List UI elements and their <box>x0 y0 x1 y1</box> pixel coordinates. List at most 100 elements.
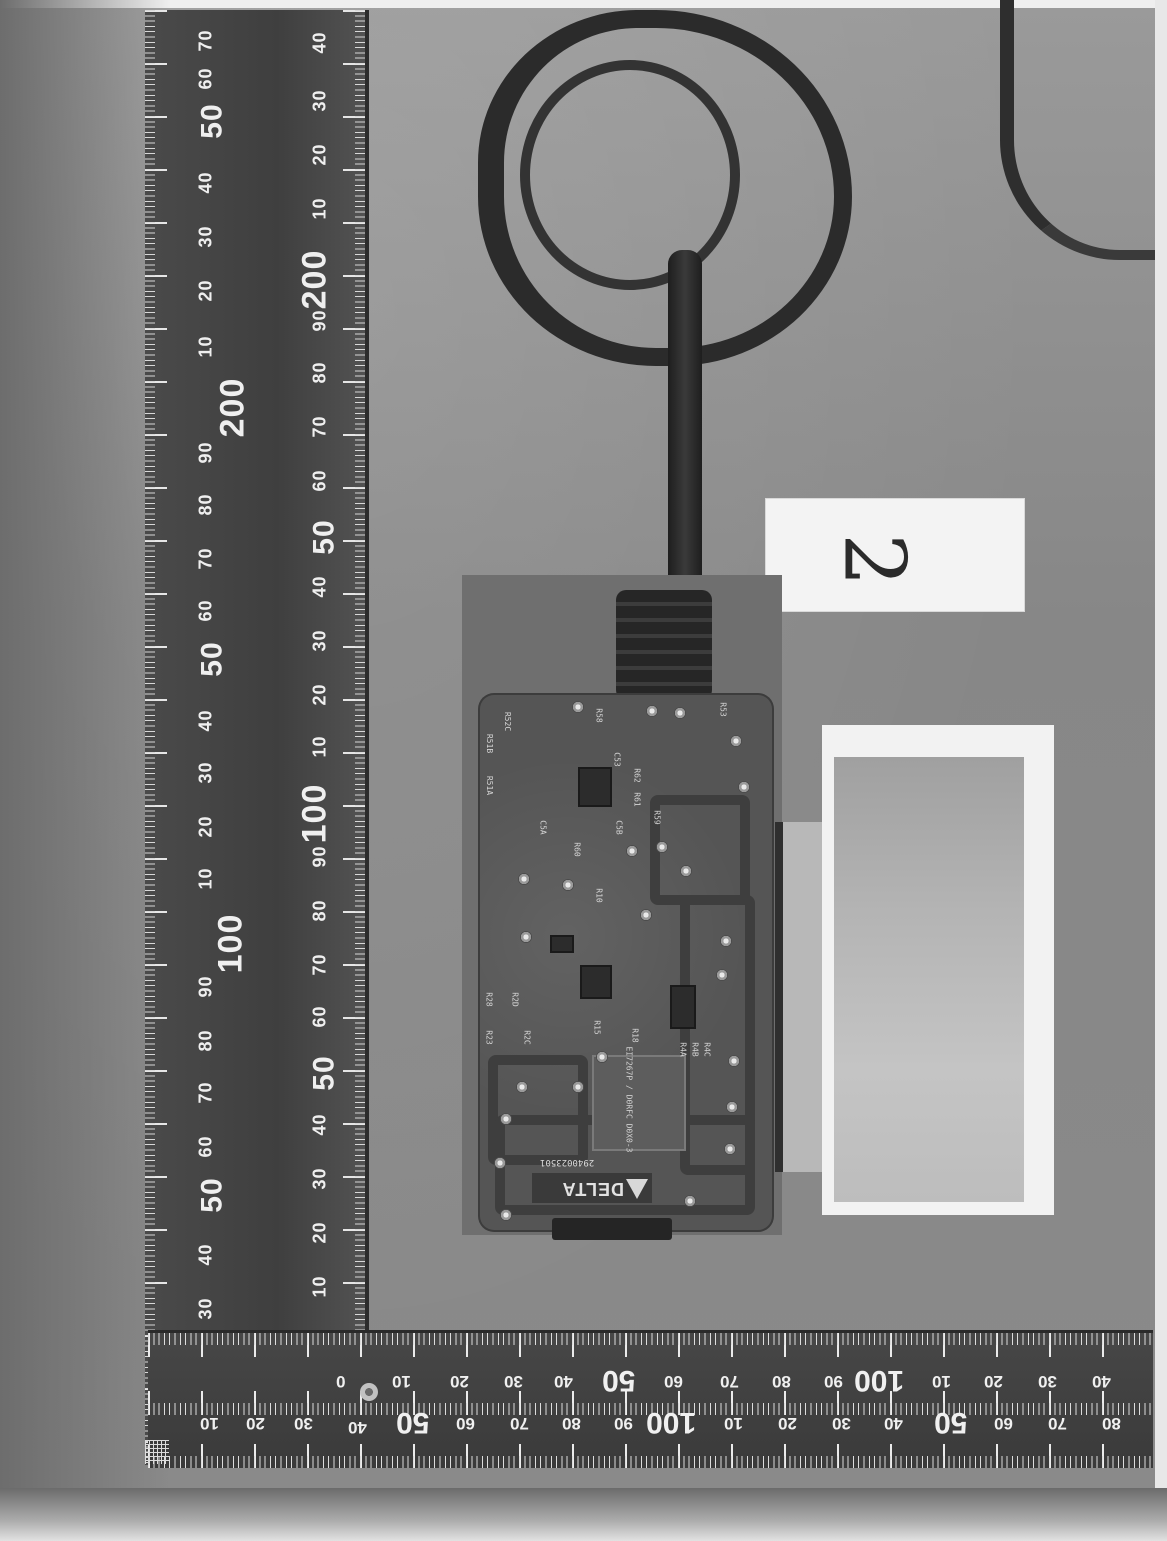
ruler-ticks <box>148 1389 1153 1415</box>
ruler-label: 40 <box>348 1418 367 1437</box>
solder-pad <box>730 735 742 747</box>
ruler-label: 100 <box>854 1364 905 1397</box>
ref-designator: R18 <box>630 1028 640 1043</box>
ruler-label: 30 <box>504 1372 523 1391</box>
ref-designator: R15 <box>592 1020 602 1035</box>
ruler-label: 30 <box>195 761 216 784</box>
solder-pad <box>572 1081 584 1093</box>
ruler-label: 60 <box>195 67 216 90</box>
ruler-label: 60 <box>195 1135 216 1158</box>
paper-edge-top <box>0 0 1167 8</box>
ruler-label: 200 <box>295 249 334 310</box>
ruler-label: 40 <box>1092 1372 1111 1391</box>
ruler-label: 80 <box>309 361 330 384</box>
ref-designator: R60 <box>572 842 582 857</box>
ruler-label: 40 <box>309 1113 330 1136</box>
ruler-label: 80 <box>195 493 216 516</box>
ruler-label: 30 <box>1038 1372 1057 1391</box>
ruler-label: 20 <box>450 1372 469 1391</box>
part-number: 2940023501 <box>540 1157 595 1167</box>
ruler-label: 20 <box>309 143 330 166</box>
ruler-ticks <box>145 10 169 1465</box>
ruler-label: 90 <box>824 1372 843 1391</box>
ruler-label: 200 <box>213 377 252 438</box>
solder-pad <box>562 879 574 891</box>
solder-pad <box>680 865 692 877</box>
ruler-label: 50 <box>934 1406 968 1439</box>
ruler-label: 10 <box>309 735 330 758</box>
solder-pad <box>684 1195 696 1207</box>
ruler-label: 80 <box>562 1414 581 1433</box>
ruler-label: 20 <box>309 1221 330 1244</box>
ruler-label: 80 <box>309 899 330 922</box>
ruler-label: 30 <box>309 89 330 112</box>
ref-designator: R62 <box>632 768 642 783</box>
ref-designator: R61 <box>632 792 642 807</box>
transformer-label: EI7267P / D0RFC D0X0-3 <box>624 1046 634 1153</box>
ruler-label: 70 <box>195 547 216 570</box>
delta-triangle-icon <box>626 1179 648 1199</box>
delta-logo: DELTA <box>532 1173 652 1203</box>
ruler-label: 10 <box>392 1372 411 1391</box>
ruler-label: 50 <box>195 641 229 677</box>
ruler-label: 70 <box>720 1372 739 1391</box>
circuit-board: EI7267P / D0RFC D0X0-3 2940023501 DELTA … <box>480 695 772 1230</box>
ruler-rivet <box>360 1383 378 1401</box>
solder-pad <box>728 1055 740 1067</box>
ruler-label: 20 <box>195 815 216 838</box>
ruler-label: 20 <box>195 279 216 302</box>
ruler-label: 30 <box>195 225 216 248</box>
enclosure-panel <box>822 725 1054 1215</box>
solder-pad <box>656 841 668 853</box>
ruler-label: 40 <box>195 171 216 194</box>
ref-designator: R59 <box>652 810 662 825</box>
ruler-ticks <box>148 1442 1153 1468</box>
board-connector <box>552 1218 672 1240</box>
ruler-label: 90 <box>195 975 216 998</box>
solder-pad <box>518 873 530 885</box>
solder-pad <box>500 1209 512 1221</box>
ruler-corner-grid <box>145 1440 169 1464</box>
ruler-label: 40 <box>309 575 330 598</box>
ruler-label: 80 <box>195 1029 216 1052</box>
ruler-label: 70 <box>309 953 330 976</box>
solder-pad <box>726 1101 738 1113</box>
ref-designator: C5B <box>614 820 624 835</box>
enclosure-panel-inner <box>834 757 1024 1202</box>
cable-loop-right <box>1000 0 1167 260</box>
ruler-label: 50 <box>195 1177 229 1213</box>
ruler-label: 40 <box>554 1372 573 1391</box>
sample-label-card: 2 <box>765 498 1025 612</box>
ruler-label: 100 <box>211 913 250 974</box>
ref-designator: R51B <box>485 733 495 754</box>
ruler-label: 30 <box>309 629 330 652</box>
solder-pad <box>646 705 658 717</box>
ruler-label: 40 <box>309 31 330 54</box>
ruler-label: 70 <box>195 29 216 52</box>
vertical-ruler: 70 60 50 40 30 20 10 200 90 80 70 60 50 … <box>145 10 369 1465</box>
transformer: EI7267P / D0RFC D0X0-3 <box>592 1047 686 1152</box>
ruler-label: 10 <box>195 335 216 358</box>
ruler-label: 50 <box>195 103 229 139</box>
ref-designator: R2D <box>510 992 520 1007</box>
ruler-label: 50 <box>396 1406 430 1439</box>
paper-edge-right <box>1155 0 1167 1541</box>
ruler-label: 100 <box>646 1406 697 1439</box>
ruler-label: 50 <box>602 1364 636 1397</box>
solder-pad <box>720 935 732 947</box>
ref-designator: R4C <box>702 1042 712 1057</box>
solder-pad <box>640 909 652 921</box>
ref-designator: R58 <box>594 708 604 723</box>
ruler-label: 60 <box>456 1414 475 1433</box>
ruler-label: 70 <box>195 1081 216 1104</box>
ruler-label: 60 <box>195 599 216 622</box>
sample-number: 2 <box>825 533 924 587</box>
ref-designator: R2C <box>522 1030 532 1045</box>
ruler-ticks <box>341 10 365 1465</box>
ruler-label: 50 <box>307 1055 341 1091</box>
ruler-label: 60 <box>309 1005 330 1028</box>
ic-chip <box>550 935 574 953</box>
cable-strain-relief <box>616 590 712 700</box>
solder-pad <box>516 1081 528 1093</box>
ref-designator: R10 <box>594 888 604 903</box>
